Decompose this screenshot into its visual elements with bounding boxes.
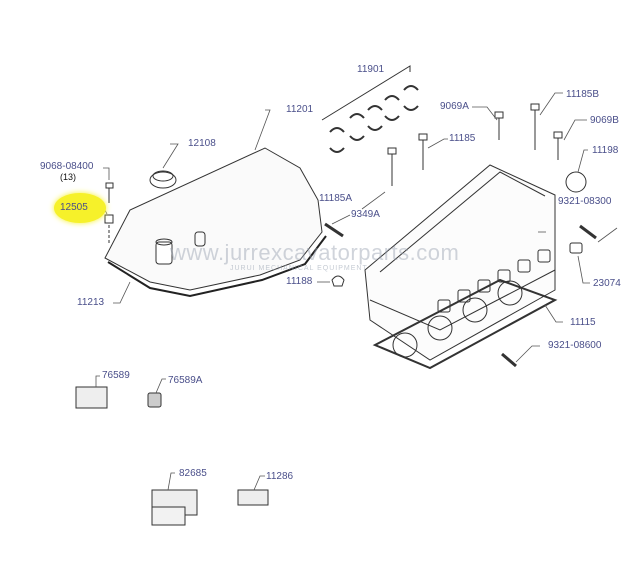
part-label-76589A[interactable]: 76589A	[168, 375, 203, 386]
part-label-9349A[interactable]: 9349A	[351, 209, 380, 220]
part-label-11213[interactable]: 11213	[77, 297, 105, 308]
part-qty-9068-08400: (13)	[60, 172, 77, 182]
part-label-11901[interactable]: 11901	[357, 64, 385, 75]
part-label-12108[interactable]: 12108	[188, 138, 216, 149]
cylinder-head-drawing	[364, 164, 556, 361]
bolt-drawing	[104, 182, 114, 245]
leader-lines	[95, 92, 618, 491]
part-label-76589[interactable]: 76589	[102, 370, 130, 381]
part-label-9069B[interactable]: 9069B	[590, 115, 619, 126]
watermark-subtitle: JURUI MECHANICAL EQUIPMENT	[230, 265, 368, 272]
part-label-9321-08600[interactable]: 9321-08600	[548, 340, 602, 351]
decals-drawing	[75, 386, 269, 526]
part-label-11286[interactable]: 11286	[266, 471, 294, 482]
part-label-9069A[interactable]: 9069A	[440, 101, 469, 112]
rocker-cover-drawing	[104, 147, 327, 298]
part-label-9068-08400[interactable]: 9068-08400	[40, 161, 94, 172]
part-label-11115[interactable]: 11115	[570, 317, 596, 328]
part-label-11198[interactable]: 11198	[592, 145, 619, 156]
part-label-9321-08300[interactable]: 9321-08300	[558, 196, 612, 207]
part-label-11201[interactable]: 11201	[286, 104, 314, 115]
bearing-shells-drawing	[321, 65, 419, 153]
head-gasket-drawing	[372, 278, 558, 370]
watermark: www.jurrexcavatorparts.com	[170, 240, 460, 265]
part-label-23074[interactable]: 23074	[593, 278, 621, 289]
part-label-11185B[interactable]: 11185B	[566, 89, 599, 100]
part-label-11188[interactable]: 11188	[286, 276, 313, 287]
head-bolts-drawing	[324, 103, 597, 368]
part-label-12505[interactable]: 12505	[60, 202, 88, 213]
part-label-11185[interactable]: 11185	[449, 133, 476, 144]
highlight-marker	[54, 193, 106, 223]
part-label-11185A[interactable]: 11185A	[319, 193, 352, 204]
part-label-82685[interactable]: 82685	[179, 468, 207, 479]
